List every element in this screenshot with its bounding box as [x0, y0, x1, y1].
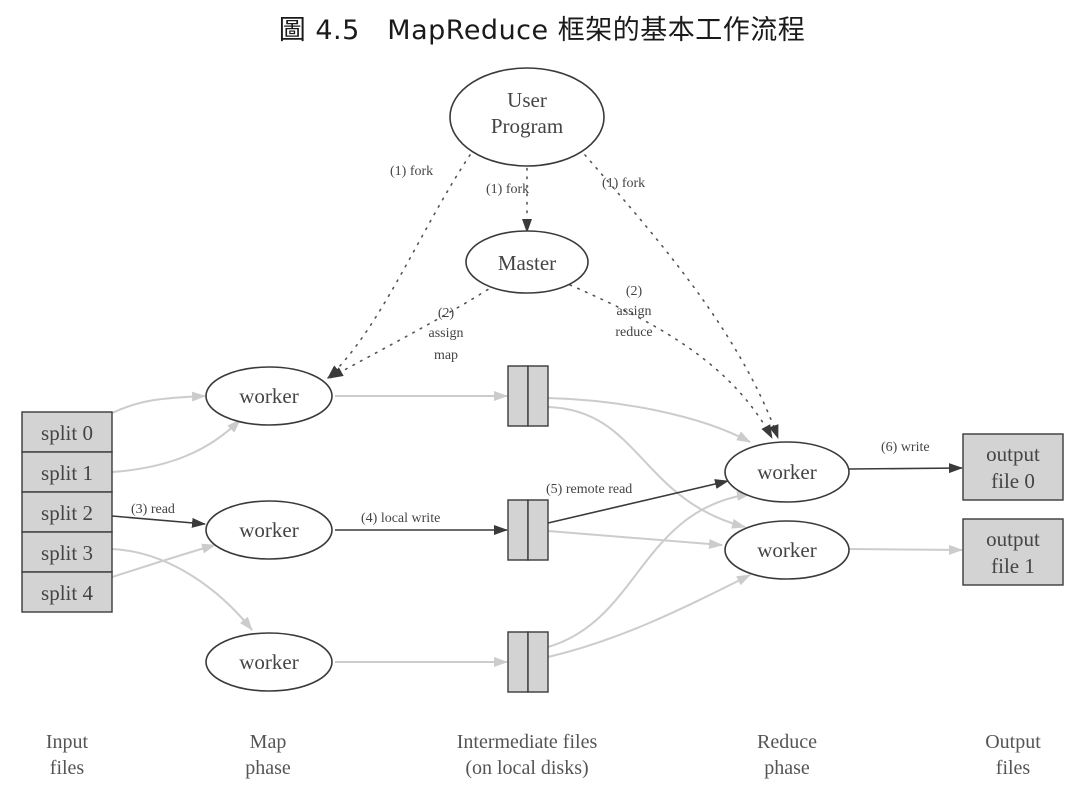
phase-output-1: Output — [985, 731, 1041, 753]
edge-write — [848, 463, 963, 474]
map-worker-2-label: worker — [239, 518, 298, 542]
phase-input-2: files — [50, 757, 85, 779]
map-worker-3-label: worker — [239, 650, 298, 674]
label-assign-map-1: (2) — [438, 306, 455, 321]
phase-input-1: Input — [46, 731, 89, 753]
reduce-worker-1: worker — [724, 441, 850, 503]
map-worker-2: worker — [205, 500, 333, 560]
master-node: Master — [465, 230, 589, 294]
phase-map-1: Map — [250, 731, 287, 753]
output-file-0: output file 0 — [962, 433, 1064, 501]
edge-split4-worker2 — [111, 543, 216, 578]
user-program-label-2: Program — [491, 114, 563, 138]
split-box-1 — [21, 451, 113, 493]
phase-labels: Input files Map phase Intermediate files… — [46, 731, 1041, 779]
split-box-4 — [21, 571, 113, 613]
user-program-node: User Program — [449, 67, 605, 167]
edge-inter3-reduce1 — [547, 490, 751, 648]
split-box-2 — [21, 491, 113, 533]
phase-reduce-2: phase — [764, 757, 810, 779]
phase-intermediate-1: Intermediate files — [457, 731, 598, 753]
edge-inter1-reduce1 — [547, 397, 751, 443]
user-program-label-1: User — [507, 88, 547, 112]
edge-remote-read — [547, 479, 729, 524]
edge-inter2-reduce2 — [547, 530, 723, 549]
edge-fork-right — [584, 154, 779, 439]
edge-inter1-reduce2 — [547, 406, 746, 529]
phase-output-2: files — [996, 757, 1031, 779]
figure-title: 圖 4.5 MapReduce 框架的基本工作流程 — [278, 15, 806, 46]
phase-reduce-1: Reduce — [757, 731, 817, 753]
edge-inter3-reduce2 — [547, 574, 751, 658]
label-assign-reduce-3: reduce — [615, 325, 652, 340]
label-assign-map-3: map — [434, 348, 458, 363]
edge-split3-worker3 — [111, 548, 253, 631]
input-splits: split 0 split 1 split 2 split 3 split 4 — [21, 411, 113, 613]
master-label: Master — [498, 251, 556, 275]
label-read: (3) read — [131, 502, 175, 517]
edge-split1-worker1 — [111, 419, 241, 473]
output-file-1: output file 1 — [962, 518, 1064, 586]
reduce-worker-2-label: worker — [757, 538, 816, 562]
split-label-0: split 0 — [41, 421, 93, 445]
phase-map-2: phase — [245, 757, 291, 779]
label-write: (6) write — [881, 440, 930, 455]
label-fork-right: (1) fork — [602, 176, 645, 191]
label-assign-reduce-2: assign — [617, 304, 652, 319]
output-file-0-label-2: file 0 — [991, 469, 1035, 493]
reduce-worker-1-label: worker — [757, 460, 816, 484]
phase-intermediate-2: (on local disks) — [465, 757, 588, 779]
label-local-write: (4) local write — [361, 511, 440, 526]
intermediate-file-3 — [507, 631, 549, 693]
edge-split0-worker1 — [111, 391, 206, 414]
map-worker-1: worker — [205, 366, 333, 426]
split-box-3 — [21, 531, 113, 573]
label-remote-read: (5) remote read — [546, 482, 632, 497]
intermediate-file-1 — [507, 365, 549, 427]
output-file-1-label-1: output — [986, 527, 1040, 551]
edge-assign-map — [329, 284, 496, 379]
split-label-2: split 2 — [41, 501, 93, 525]
label-fork-center: (1) fork — [486, 182, 529, 197]
output-file-0-label-1: output — [986, 442, 1040, 466]
map-worker-1-label: worker — [239, 384, 298, 408]
edge-fork-left — [327, 154, 471, 379]
split-label-4: split 4 — [41, 581, 93, 605]
edge-assign-reduce — [569, 284, 773, 439]
split-label-3: split 3 — [41, 541, 93, 565]
edge-read — [111, 515, 206, 528]
label-assign-map-2: assign — [429, 326, 464, 341]
label-fork-left: (1) fork — [390, 164, 433, 179]
reduce-worker-2: worker — [724, 520, 850, 580]
split-label-1: split 1 — [41, 461, 93, 485]
map-worker-3: worker — [205, 632, 333, 692]
edge-reduce2-output1 — [848, 544, 963, 555]
output-file-1-label-2: file 1 — [991, 554, 1035, 578]
intermediate-file-2 — [507, 499, 549, 561]
label-assign-reduce-1: (2) — [626, 284, 643, 299]
